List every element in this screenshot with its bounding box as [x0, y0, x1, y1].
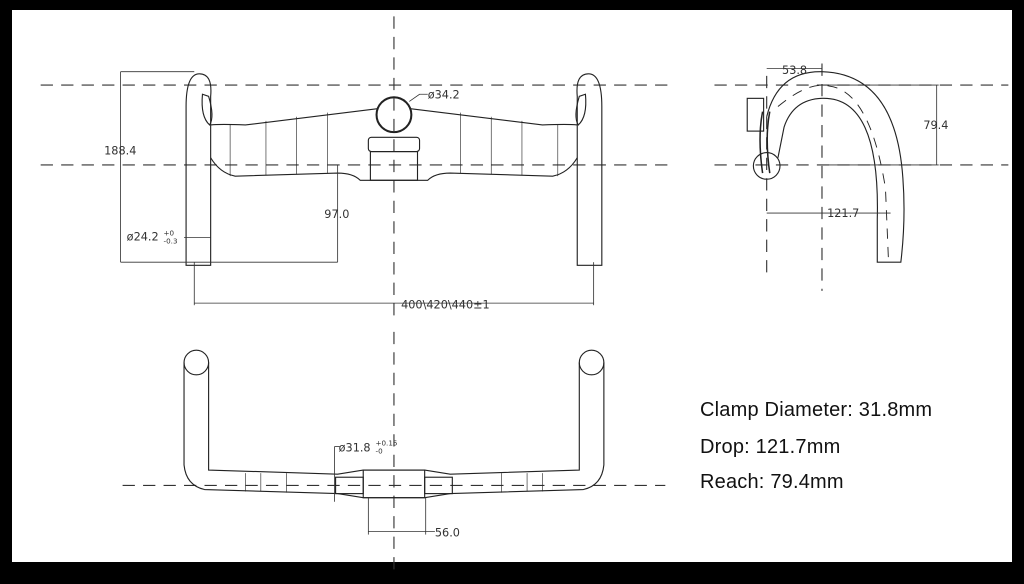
dim-clamp-width: 56.0: [435, 527, 460, 540]
front-view-dimensions: [120, 71, 595, 306]
dim-clamp-top: ø34.2: [428, 88, 460, 101]
spec-reach: Reach: 79.4mm: [700, 471, 844, 493]
top-view-dimensions: [334, 446, 435, 535]
dim-offset: 53.8: [782, 64, 807, 77]
dim-clamp-tol-minus: -0: [376, 447, 384, 456]
spec-clamp-diameter: Clamp Diameter: 31.8mm: [700, 399, 933, 421]
dim-clamp-tol-plus: +0.15: [376, 438, 398, 447]
center-lines: [40, 16, 1009, 578]
drawing-sheet: ø34.2 188.4 97.0 ø24.2 +0 -0.3 400\420\4…: [12, 10, 1012, 578]
side-view-handlebar: [746, 71, 905, 263]
spec-drop: Drop: 121.7mm: [700, 436, 841, 458]
dim-drop: 121.7: [827, 207, 859, 220]
dim-reach: 79.4: [923, 119, 948, 132]
dim-height: 188.4: [104, 145, 136, 158]
dim-width: 400\420\440±1: [401, 298, 490, 311]
dim-clamp: ø31.8: [339, 442, 371, 455]
dim-bar-end-tol-minus: -0.3: [164, 237, 178, 246]
dim-bar-end-tol-plus: +0: [164, 229, 175, 238]
top-view-handlebar: [183, 349, 605, 499]
front-view-handlebar: [185, 73, 603, 266]
side-view-dimensions: [766, 68, 939, 214]
technical-drawing: ø34.2 188.4 97.0 ø24.2 +0 -0.3 400\420\4…: [40, 16, 1009, 578]
dim-drop-center: 97.0: [324, 208, 349, 221]
dim-bar-end: ø24.2: [127, 231, 159, 244]
